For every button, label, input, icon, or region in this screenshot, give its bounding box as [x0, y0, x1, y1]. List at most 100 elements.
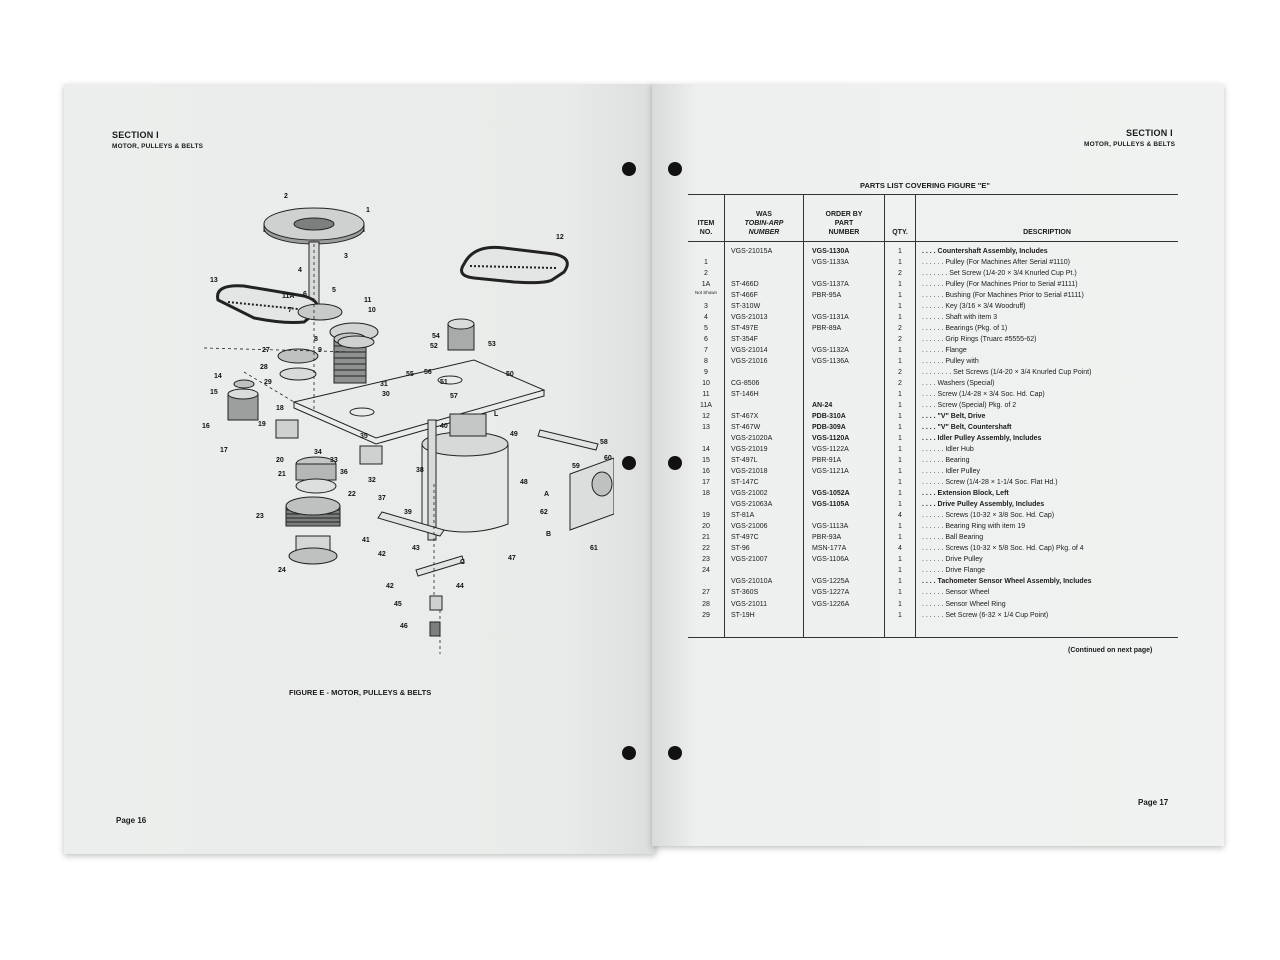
table-cell-desc: . . . . . . Ball Bearing	[922, 534, 984, 542]
table-cell-qty: 2	[898, 270, 902, 278]
table-cell-desc: . . . . Washers (Special)	[922, 380, 995, 388]
table-cell-was: ST-497C	[731, 534, 759, 542]
table-cell-was: ST-466D	[731, 281, 759, 289]
table-cell-was: VGS-21007	[731, 556, 768, 564]
table-cell-order: VGS-1122A	[812, 446, 849, 454]
table-cell-qty: 1	[898, 578, 902, 586]
callout-49: 49	[510, 431, 518, 438]
table-cell-item: 7	[704, 347, 708, 355]
table-cell-qty: 2	[898, 336, 902, 344]
table-cell-qty: 1	[898, 534, 902, 542]
table-cell-qty: 2	[898, 325, 902, 333]
table-cell-item	[688, 246, 724, 257]
table-cell-was: ST-146H	[731, 391, 759, 399]
table-cell-desc: . . . . . . Screw (1/4-28 × 1-1/4 Soc. F…	[922, 479, 1058, 487]
table-cell-desc: . . . . "V" Belt, Countershaft	[922, 424, 1012, 432]
table-cell-qty: 1	[898, 292, 902, 300]
callout-41: 41	[362, 537, 370, 544]
table-cell-order: VGS-1227A	[812, 589, 850, 597]
table-cell-order: AN-24	[812, 402, 833, 410]
table-cell-desc: . . . . . . Pulley (For Machines Prior t…	[922, 281, 1078, 289]
table-cell-was	[725, 367, 803, 378]
table-cell-item: 1	[704, 259, 708, 267]
table-cell-qty: 1	[898, 347, 902, 355]
table-cell-order: PBR-95A	[812, 292, 842, 300]
table-cell-item: 6	[704, 336, 708, 344]
table-cell-desc: . . . . . . Screws (10-32 × 3/8 Soc. Hd.…	[922, 512, 1055, 520]
table-cell-was: VGS-21010A	[731, 578, 773, 586]
callout-48: 48	[520, 479, 528, 486]
callout-7: 7	[288, 307, 292, 314]
table-cell-qty: 1	[898, 303, 902, 311]
callout-34: 34	[314, 449, 322, 456]
table-cell-order: VGS-1136A	[812, 358, 849, 366]
callout-18: 18	[276, 405, 284, 412]
table-cell-item: 21	[702, 534, 710, 542]
callout-56: 56	[424, 369, 432, 376]
callout-a: A	[544, 491, 549, 498]
table-cell-item: 28	[702, 600, 710, 608]
table-cell-order	[804, 301, 884, 312]
table-cell-item: 14	[702, 446, 710, 454]
table-cell-was: VGS-21019	[731, 446, 768, 454]
callout-c: C	[460, 559, 465, 566]
binder-hole	[668, 456, 682, 470]
table-cell-order: MSN-177A	[812, 545, 847, 553]
table-cell-qty: 1	[898, 435, 902, 443]
table-cell-desc: . . . . . . Sensor Wheel Ring	[922, 600, 1006, 608]
section-subtitle: MOTOR, PULLEYS & BELTS	[112, 143, 204, 150]
table-cell-desc: . . . . Countershaft Assembly, Includes	[922, 248, 1048, 255]
column-description: . . . . Countershaft Assembly, Includes.…	[916, 242, 1178, 637]
callout-l: L	[494, 411, 499, 418]
callout-13: 13	[210, 277, 218, 284]
table-cell-desc: . . . . . . Screws (10-32 × 5/8 Soc. Hd.…	[922, 545, 1084, 553]
section-title: SECTION I	[112, 130, 159, 140]
table-cell-item: 16	[702, 468, 710, 476]
callout-36: 36	[340, 469, 348, 476]
table-cell-item: 24	[702, 567, 710, 575]
table-cell-qty: 1	[898, 523, 902, 531]
table-cell-was: ST-96	[731, 545, 750, 553]
table-cell-order: VGS-1137A	[812, 281, 849, 289]
table-cell-item	[688, 499, 724, 510]
callout-61: 61	[590, 545, 598, 552]
table-cell-order: PBR-91A	[812, 457, 842, 465]
exploded-parts-diagram: 1 2 3 4 5 6 7 8 9 10 11 11A 12 13 14 15 …	[202, 193, 614, 654]
table-cell-qty: 2	[898, 369, 902, 377]
table-cell-desc: . . . . Extension Block, Left	[922, 490, 1009, 498]
table-cell-qty: 1	[898, 479, 902, 487]
callout-47: 47	[508, 555, 516, 562]
table-cell-item: 2	[704, 270, 708, 278]
table-cell-was: ST-310W	[731, 303, 761, 311]
table-cell-order	[804, 367, 884, 378]
callout-11: 11	[364, 297, 372, 304]
callout-28: 28	[260, 364, 268, 371]
callout-54: 54	[432, 333, 440, 340]
table-cell-qty: 1	[898, 501, 902, 509]
table-cell-qty: 1	[898, 611, 902, 619]
callout-16: 16	[202, 423, 210, 430]
table-cell-was: VGS-21018	[731, 468, 768, 476]
table-cell-desc: . . . . "V" Belt, Drive	[922, 413, 986, 421]
table-cell-desc: . . . . . . Shaft with item 3	[922, 314, 998, 322]
callout-9: 9	[318, 347, 322, 354]
table-cell-qty: 1	[898, 556, 902, 564]
table-cell-item: 1A	[701, 281, 711, 289]
binder-hole	[668, 162, 682, 176]
table-cell-desc: . . . . Drive Pulley Assembly, Includes	[922, 501, 1045, 509]
table-cell-desc: . . . . . . Set Screw (6-32 × 1/4 Cup Po…	[922, 611, 1049, 619]
page-number-left: Page 16	[116, 816, 147, 825]
table-cell-was: VGS-21006	[731, 523, 768, 531]
callout-21: 21	[278, 471, 286, 478]
continued-note: (Continued on next page)	[1068, 647, 1153, 654]
callout-30: 30	[382, 391, 390, 398]
table-cell-desc: . . . . . . . . Set Screws (1/4-20 × 3/4…	[922, 369, 1092, 377]
table-cell-was: ST-467X	[731, 413, 759, 421]
table-cell-desc: . . . . . . Pulley with	[922, 358, 979, 366]
figure-caption: FIGURE E - MOTOR, PULLEYS & BELTS	[289, 688, 432, 697]
callout-53: 53	[488, 341, 496, 348]
table-cell-desc: . . . . Idler Pulley Assembly, Includes	[922, 435, 1042, 443]
callout-2: 2	[284, 193, 288, 200]
